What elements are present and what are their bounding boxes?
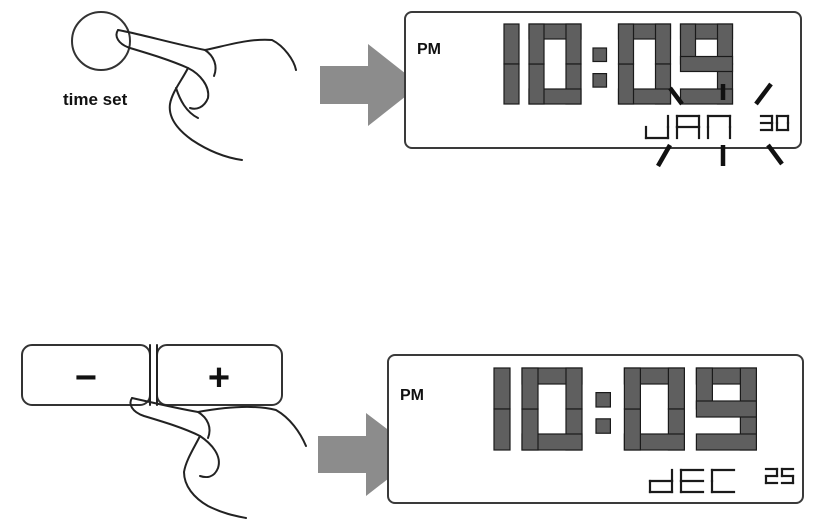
time-set-label: time set: [63, 90, 128, 109]
lcd-display-step2: PM: [387, 354, 804, 504]
digit-segment: [679, 55, 734, 73]
digit-segment: [617, 23, 635, 65]
lcd-time-digits: [503, 23, 734, 105]
lcd-time-digits: [493, 367, 758, 451]
digit-segment: [617, 63, 635, 105]
digit-segment: [528, 63, 545, 105]
step2-panel: − + PM: [21, 344, 804, 519]
colon-dot: [592, 47, 608, 63]
lcd-day: [764, 467, 795, 485]
time-set-button[interactable]: [71, 11, 131, 71]
digit-segment: [503, 23, 520, 65]
digit-segment: [528, 23, 545, 65]
digit-segment: [654, 23, 672, 65]
pointing-hand-icon: [115, 29, 297, 161]
arrow-right-icon: [320, 44, 420, 126]
minus-plus-rocker: − +: [21, 344, 283, 406]
step1-panel: time set PM: [63, 11, 802, 168]
flash-indicator-icon: [656, 82, 784, 168]
colon-dot: [592, 72, 608, 88]
digit-segment: [521, 367, 539, 410]
lcd-display-step1: PM: [404, 11, 802, 149]
lcd-day: [759, 114, 790, 132]
digit-segment: [493, 367, 511, 410]
lcd-ampm: PM: [400, 387, 424, 404]
minus-label: −: [75, 357, 97, 399]
digit-segment: [623, 408, 642, 451]
digit-segment: [623, 367, 642, 410]
arrow-right-icon: [318, 413, 420, 496]
lcd-month: [644, 114, 732, 140]
digit-segment: [695, 400, 758, 418]
digit-segment: [565, 23, 582, 65]
digit-segment: [695, 433, 758, 451]
digit-segment: [679, 88, 734, 105]
pointing-hand-icon: [129, 397, 307, 519]
colon-dot: [595, 392, 611, 408]
digit-segment: [565, 367, 583, 410]
digit-segment: [521, 408, 539, 451]
colon-dot: [595, 418, 611, 434]
lcd-ampm: PM: [417, 41, 441, 58]
digit-segment: [503, 63, 520, 105]
lcd-month: [648, 468, 736, 494]
plus-label: +: [208, 357, 230, 399]
digit-segment: [493, 408, 511, 451]
digit-segment: [667, 367, 686, 410]
